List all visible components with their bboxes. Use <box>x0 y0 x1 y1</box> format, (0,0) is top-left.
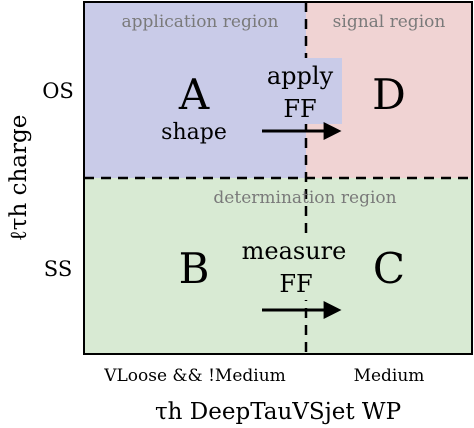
determination-region-label: determination region <box>213 188 396 208</box>
x-tick-vloose: VLoose && !Medium <box>103 366 286 386</box>
cell-b-letter: B <box>179 244 210 293</box>
apply-ff-backdrop <box>262 58 342 124</box>
cell-a-shape: shape <box>161 120 227 145</box>
cell-d-letter: D <box>372 70 406 119</box>
apply-ff-label: FF <box>283 95 316 123</box>
cell-c-letter: C <box>373 244 405 293</box>
y-tick-os: OS <box>42 79 74 103</box>
cell-a-letter: A <box>178 70 210 119</box>
x-tick-medium: Medium <box>354 366 425 386</box>
y-axis-title: ℓτh charge <box>6 115 32 242</box>
apply-label: apply <box>267 62 334 90</box>
application-region-label: application region <box>122 12 279 32</box>
measure-label: measure <box>242 237 347 265</box>
x-axis-title: τh DeepTauVSjet WP <box>155 399 401 425</box>
measure-ff-label: FF <box>279 270 312 298</box>
y-tick-ss: SS <box>44 257 72 281</box>
signal-region-label: signal region <box>333 12 446 32</box>
measure-ff-backdrop <box>246 234 342 300</box>
